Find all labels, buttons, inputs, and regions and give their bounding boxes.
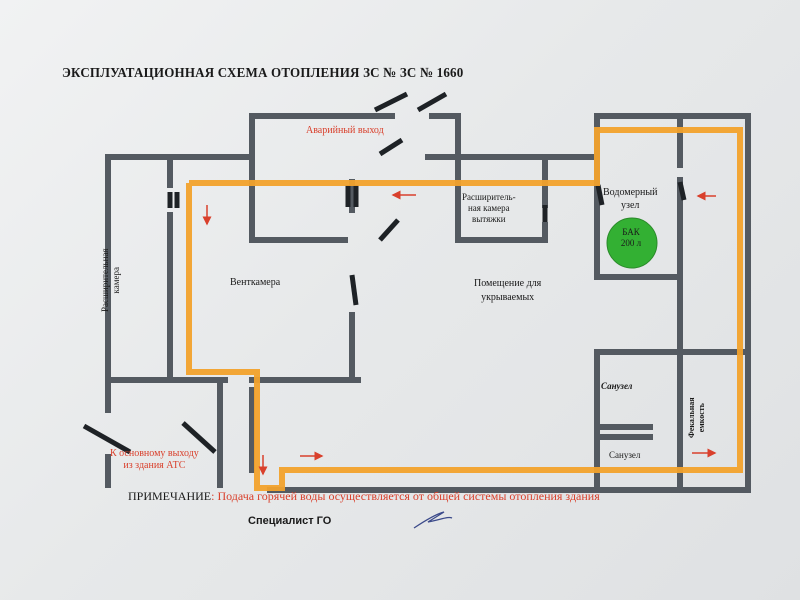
flow-arrows	[202, 190, 717, 476]
tank-label-line1: БАК	[622, 227, 640, 237]
shelter-room-label: Помещение для укрываемых	[474, 277, 541, 305]
expansion-chamber-right-label: Расширитель- ная камера вытяжки	[462, 192, 516, 225]
door-openings	[82, 91, 687, 455]
note: ПРИМЕЧАНИЕ: Подача горячей воды осуществ…	[128, 489, 600, 504]
fecal-tank-line2: емкость	[697, 403, 706, 433]
wall-top-right	[429, 113, 461, 158]
exit-to-ats-line2: из здания АТС	[123, 460, 186, 471]
heating-pipe-loop	[186, 127, 743, 491]
water-meter-label: Водомерный узел	[603, 186, 657, 212]
note-heading: ПРИМЕЧАНИЕ	[128, 489, 212, 503]
signature-mark	[413, 511, 453, 529]
shelter-room-line2: укрываемых	[481, 292, 535, 303]
expansion-chamber-right-line3: вытяжки	[471, 214, 506, 224]
wc-label-1: Санузел	[601, 381, 633, 391]
exit-to-ats-label: К основному выходу из здания АТС	[110, 448, 199, 472]
wc-label-2: Санузел	[609, 450, 641, 460]
expansion-chamber-left-line2: камера	[111, 267, 121, 294]
wall-center-block	[249, 113, 348, 243]
tank-circle	[606, 217, 658, 269]
water-meter-line1: Водомерный	[603, 187, 658, 198]
note-text: : Подача горячей воды осуществляется от …	[211, 489, 600, 503]
water-meter-line2: узел	[621, 200, 640, 211]
expansion-chamber-left-label: Расширительная камера	[100, 248, 122, 312]
shelter-room-line1: Помещение для	[474, 278, 542, 289]
expansion-chamber-right-line1: Расширитель-	[462, 192, 516, 202]
tank-label-line2: 200 л	[620, 238, 642, 248]
tank-label: БАК 200 л	[608, 227, 654, 249]
fecal-tank-label: Фекальная емкость	[687, 397, 707, 438]
specialist-label: Специалист ГО	[248, 515, 332, 527]
wall-wc-divider	[594, 424, 653, 440]
exit-to-ats-line1: К основному выходу	[110, 448, 199, 459]
fecal-tank-line1: Фекальная	[687, 397, 696, 438]
scheme-title: ЭКСПЛУАТАЦИОННАЯ СХЕМА ОТОПЛЕНИЯ ЗС № ЗС…	[62, 66, 464, 81]
wall-ext-chamber	[455, 154, 548, 243]
ventkamera-label: Венткамера	[230, 277, 281, 288]
emergency-exit-label: Аварийный выход	[306, 125, 384, 136]
expansion-chamber-left-line1: Расширительная	[100, 248, 110, 312]
expansion-chamber-right-line2: ная камера	[467, 203, 510, 213]
walls	[105, 113, 751, 493]
